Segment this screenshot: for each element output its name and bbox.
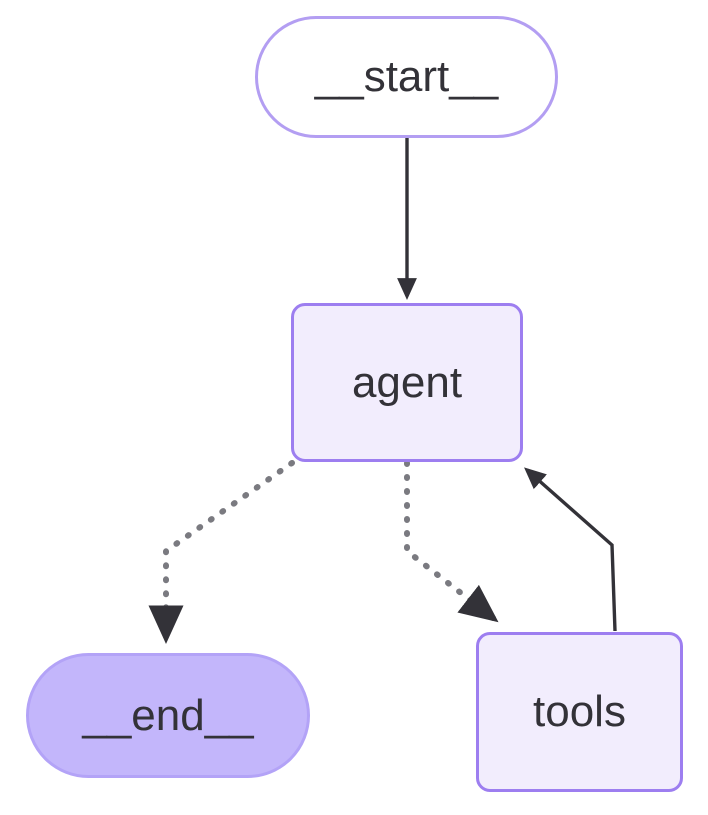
- edge-tools-to-agent: [524, 467, 617, 632]
- node-end[interactable]: __end__: [26, 653, 310, 778]
- node-start-label: __start__: [314, 52, 499, 101]
- node-start[interactable]: __start__: [255, 16, 558, 138]
- node-tools[interactable]: tools: [476, 632, 683, 792]
- node-agent[interactable]: agent: [291, 303, 523, 462]
- node-end-label: __end__: [82, 690, 254, 740]
- edge-agent-to-end: [148, 460, 295, 644]
- edge-agent-to-tools: [404, 460, 499, 623]
- node-agent-label: agent: [351, 357, 463, 407]
- node-tools-label: tools: [533, 687, 626, 736]
